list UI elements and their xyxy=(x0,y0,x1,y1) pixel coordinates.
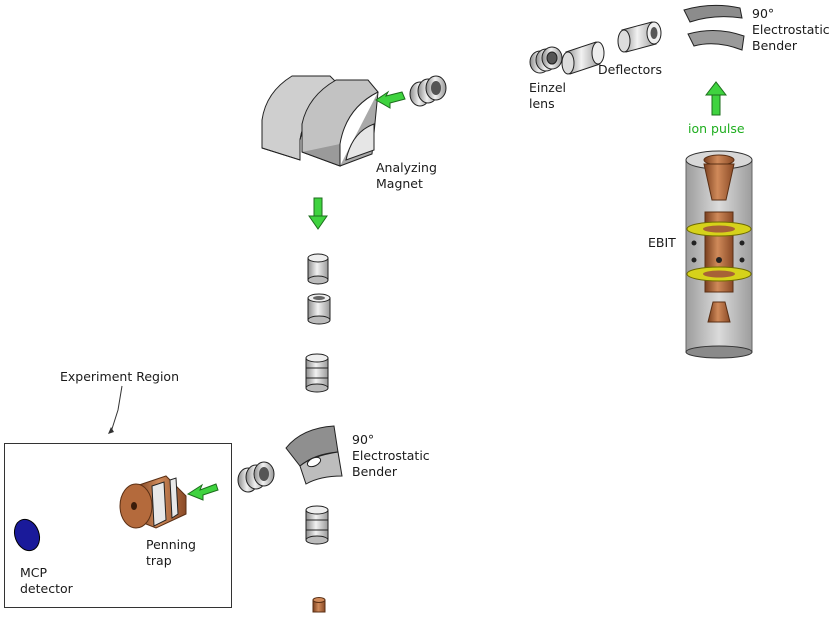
label-bender-bottom: 90° Electrostatic Bender xyxy=(352,432,430,479)
label-deflectors: Deflectors xyxy=(598,62,662,77)
label-mcp-detector: MCP detector xyxy=(20,565,73,596)
ion-pulse-arrow xyxy=(704,81,728,116)
analyzing-magnet xyxy=(261,75,379,167)
drift-tube-1 xyxy=(307,253,329,285)
ebit xyxy=(685,150,753,359)
electrostatic-bender-top xyxy=(683,4,745,51)
drift-tube-2 xyxy=(307,293,331,325)
lens-stack-1 xyxy=(305,353,329,393)
label-penning-trap: Penning trap xyxy=(146,537,196,568)
label-einzel-lens: Einzel lens xyxy=(529,80,567,111)
einzel-lens-magnet xyxy=(409,75,447,107)
arrow-down xyxy=(308,197,328,230)
electrostatic-bender-bottom xyxy=(285,425,343,485)
label-ebit: EBIT xyxy=(648,235,676,250)
einzel-lens-top xyxy=(529,46,563,74)
arrow-to-penning xyxy=(186,483,219,501)
label-analyzing-magnet: Analyzing Magnet xyxy=(376,160,437,191)
label-ion-pulse: ion pulse xyxy=(688,121,745,136)
experiment-region-box xyxy=(4,443,232,608)
deflector-2 xyxy=(617,21,662,53)
penning-trap xyxy=(119,475,187,529)
label-bender-top: 90° Electrostatic Bender xyxy=(752,6,830,53)
label-experiment-region: Experiment Region xyxy=(60,369,179,384)
experiment-region-pointer-head xyxy=(108,427,114,434)
copper-tube-bottom xyxy=(312,597,326,613)
mcp-detector xyxy=(13,518,41,552)
einzel-lens-bottom xyxy=(237,461,275,493)
experiment-region-pointer xyxy=(110,385,123,433)
arrow-to-magnet xyxy=(375,90,406,109)
deflector-1 xyxy=(561,41,605,75)
lens-stack-2 xyxy=(305,505,329,545)
